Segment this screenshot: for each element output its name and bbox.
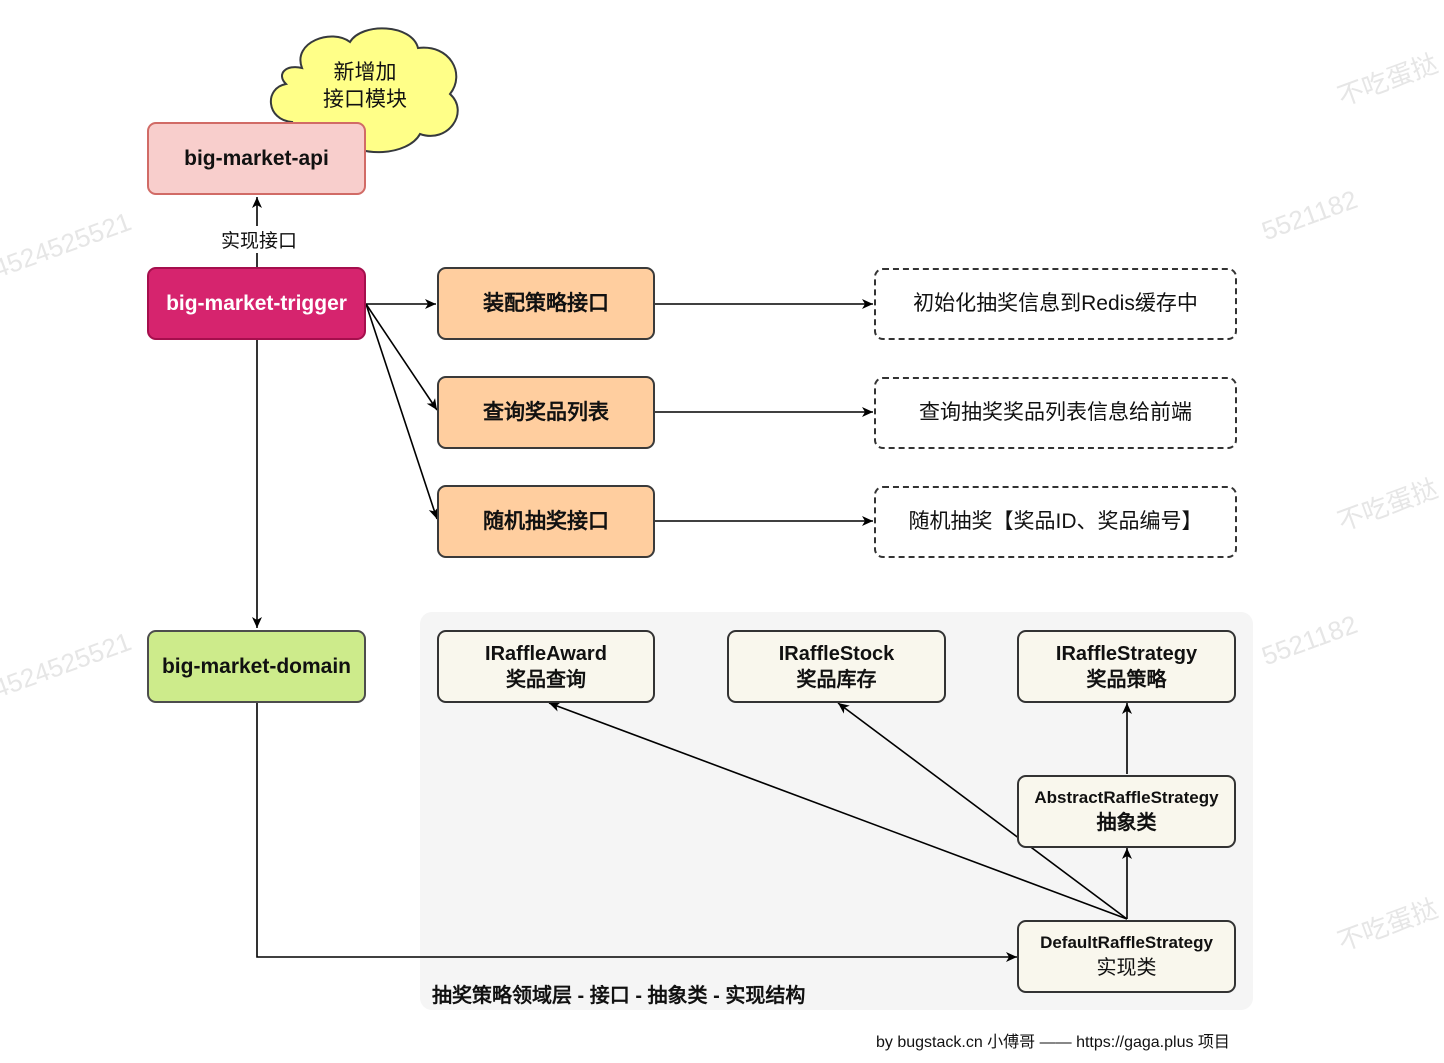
iraffle-stock-node: IRaffleStock 奖品库存 — [727, 630, 946, 703]
cloud-line-2: 接口模块 — [323, 88, 407, 111]
abstract-raffle-strategy-node: AbstractRaffleStrategy 抽象类 — [1017, 775, 1236, 848]
class-desc: 实现类 — [1096, 956, 1157, 979]
class-desc: 抽象类 — [1096, 811, 1157, 834]
implements-label: 实现接口 — [219, 226, 300, 253]
big-market-api-node: big-market-api — [147, 122, 366, 195]
assemble-description: 初始化抽奖信息到Redis缓存中 — [874, 268, 1237, 340]
big-market-trigger-node: big-market-trigger — [147, 267, 366, 340]
query-list-description: 查询抽奖奖品列表信息给前端 — [874, 377, 1237, 449]
iraffle-strategy-node: IRaffleStrategy 奖品策略 — [1017, 630, 1236, 703]
random-raffle-description: 随机抽奖【奖品ID、奖品编号】 — [874, 486, 1237, 558]
domain-region-label: 抽奖策略领域层 - 接口 - 抽象类 - 实现结构 — [432, 985, 806, 1007]
class-desc: 奖品策略 — [1086, 668, 1167, 691]
cloud-shape — [269, 27, 459, 153]
assemble-strategy-node: 装配策略接口 — [437, 267, 655, 340]
class-name: IRaffleStock — [778, 642, 895, 665]
edge-domain-to-default — [256, 703, 1017, 962]
edge-default-to-award — [548, 702, 1128, 920]
big-market-domain-node: big-market-domain — [147, 630, 366, 703]
random-raffle-node: 随机抽奖接口 — [437, 485, 655, 558]
query-award-list-node: 查询奖品列表 — [437, 376, 655, 449]
class-name: IRaffleAward — [485, 642, 607, 665]
default-raffle-strategy-node: DefaultRaffleStrategy 实现类 — [1017, 920, 1236, 993]
cloud-note: 新增加 接口模块 — [300, 48, 430, 124]
edge-trigger-to-query — [365, 303, 438, 411]
edge-trigger-to-random — [365, 303, 439, 520]
class-desc: 奖品库存 — [796, 668, 877, 691]
cloud-line-1: 新增加 — [333, 60, 397, 84]
edge-default-to-stock — [837, 702, 1128, 920]
footer-credit: by bugstack.cn 小傅哥 —— https://gaga.plus … — [876, 1034, 1230, 1051]
class-desc: 奖品查询 — [505, 668, 586, 691]
iraffle-award-node: IRaffleAward 奖品查询 — [437, 630, 655, 703]
class-name: AbstractRaffleStrategy — [1034, 788, 1219, 808]
class-name: IRaffleStrategy — [1055, 642, 1198, 665]
class-name: DefaultRaffleStrategy — [1040, 933, 1213, 953]
